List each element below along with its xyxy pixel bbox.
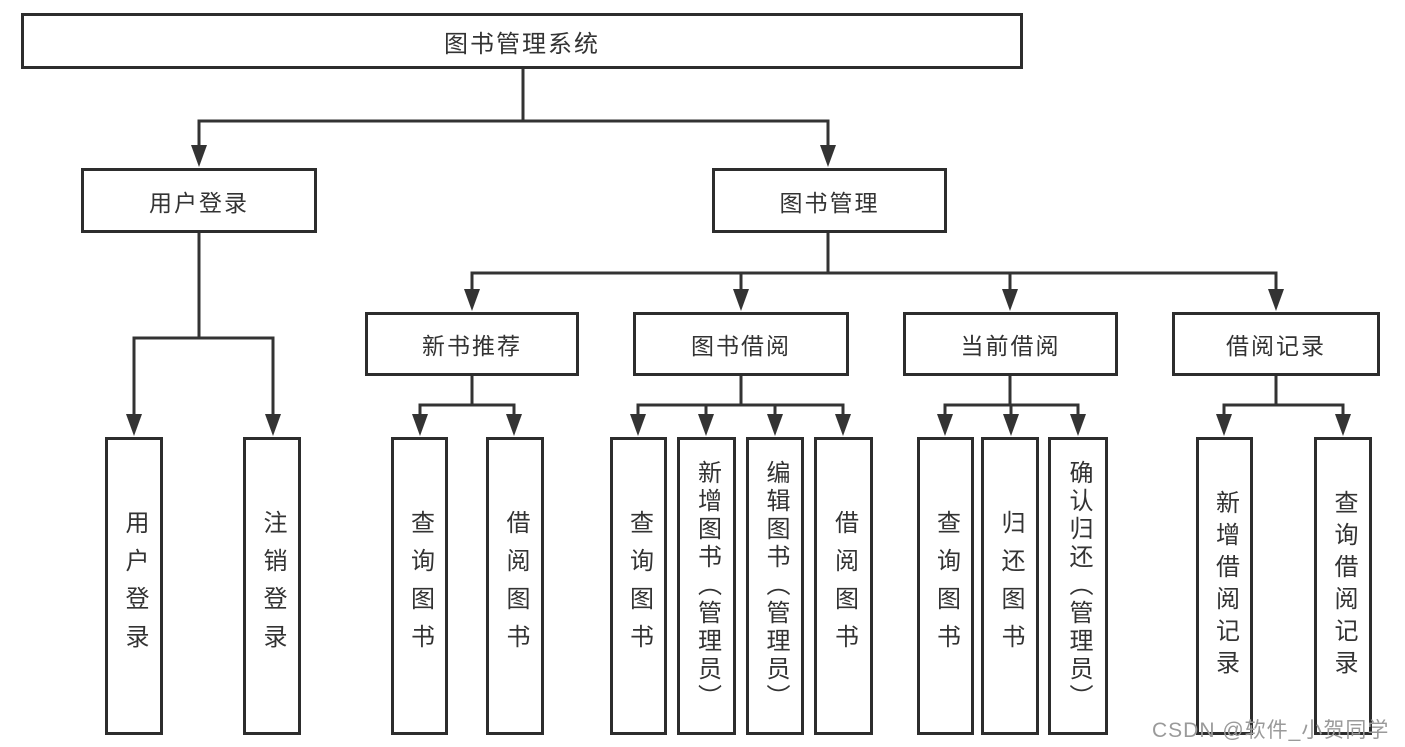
leaf-user-login-label: 用户登录 <box>121 510 148 662</box>
leaf-query-books-2: 查询图书 <box>610 437 667 735</box>
leaf-logout: 注销登录 <box>243 437 301 735</box>
leaf-add-borrow-record-label: 新增借阅记录 <box>1211 490 1239 682</box>
leaf-return-books: 归还图书 <box>981 437 1039 735</box>
leaf-edit-books-admin-label: 编辑图书（管理员） <box>762 460 789 712</box>
leaf-edit-books-admin: 编辑图书（管理员） <box>746 437 804 735</box>
node-book-borrowing-label: 图书借阅 <box>691 333 791 359</box>
node-current-borrowing-label: 当前借阅 <box>960 333 1061 359</box>
node-borrowing-records-label: 借阅记录 <box>1226 333 1326 359</box>
node-current-borrowing: 当前借阅 <box>903 312 1118 376</box>
leaf-return-books-label: 归还图书 <box>997 510 1024 662</box>
leaf-borrow-books-2-label: 借阅图书 <box>830 510 858 662</box>
node-book-management: 图书管理 <box>712 168 947 233</box>
node-new-book-recommendation-label: 新书推荐 <box>422 333 522 359</box>
leaf-add-books-admin: 新增图书（管理员） <box>677 437 736 735</box>
node-library-management-system: 图书管理系统 <box>21 13 1023 69</box>
node-new-book-recommendation: 新书推荐 <box>365 312 579 376</box>
leaf-add-books-admin-label: 新增图书（管理员） <box>693 460 721 712</box>
leaf-borrow-books-1-label: 借阅图书 <box>502 510 529 662</box>
leaf-user-login: 用户登录 <box>105 437 163 735</box>
leaf-confirm-return-admin-label: 确认归还（管理员） <box>1065 460 1092 712</box>
node-book-management-label: 图书管理 <box>779 189 880 216</box>
node-user-login-branch-label: 用户登录 <box>149 189 249 216</box>
node-library-management-system-label: 图书管理系统 <box>444 30 600 58</box>
leaf-borrow-books-2: 借阅图书 <box>814 437 873 735</box>
node-borrowing-records: 借阅记录 <box>1172 312 1380 376</box>
leaf-query-borrow-record: 查询借阅记录 <box>1314 437 1372 735</box>
leaf-logout-label: 注销登录 <box>259 510 286 662</box>
leaf-query-books-2-label: 查询图书 <box>625 510 653 662</box>
leaf-query-books-1-label: 查询图书 <box>406 510 434 662</box>
leaf-add-borrow-record: 新增借阅记录 <box>1196 437 1253 735</box>
leaf-borrow-books-1: 借阅图书 <box>486 437 544 735</box>
node-user-login-branch: 用户登录 <box>81 168 317 233</box>
leaf-confirm-return-admin: 确认归还（管理员） <box>1048 437 1108 735</box>
node-book-borrowing: 图书借阅 <box>633 312 849 376</box>
csdn-watermark: CSDN @软件_小贺同学 <box>1152 719 1390 742</box>
leaf-query-books-1: 查询图书 <box>391 437 448 735</box>
leaf-query-books-3: 查询图书 <box>917 437 974 735</box>
leaf-query-books-3-label: 查询图书 <box>932 510 960 662</box>
leaf-query-borrow-record-label: 查询借阅记录 <box>1330 490 1357 682</box>
